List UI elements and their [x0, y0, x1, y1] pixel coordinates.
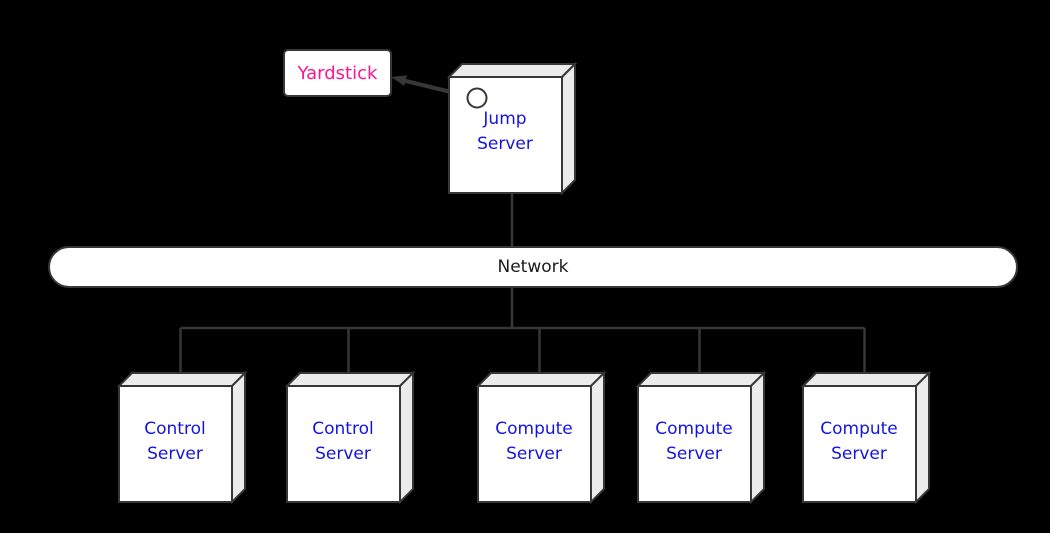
server-cuboid-icon: [800, 370, 932, 505]
server-cuboid-icon: [475, 370, 607, 505]
control-server-node-1: Control Server: [116, 370, 248, 505]
server-label: Compute Server: [655, 419, 733, 464]
server-cuboid-icon: [635, 370, 767, 505]
network-label: Network: [497, 257, 569, 277]
jump-server-label: Jump Server: [477, 109, 533, 154]
server-label: Control Server: [312, 419, 374, 464]
network-bus: Network: [48, 246, 1018, 288]
yardstick-note-label: Yardstick: [297, 62, 378, 84]
server-label: Compute Server: [820, 419, 898, 464]
server-cuboid-icon: [284, 370, 416, 505]
server-cuboid-icon: [116, 370, 248, 505]
yardstick-arrow-head: [391, 75, 407, 86]
jump-server-node: Jump Server: [446, 61, 578, 196]
server-label: Compute Server: [495, 419, 573, 464]
compute-server-node-1: Compute Server: [475, 370, 607, 505]
server-label: Control Server: [144, 419, 206, 464]
server-cuboid-icon: [446, 61, 578, 196]
compute-server-node-3: Compute Server: [800, 370, 932, 505]
control-server-node-2: Control Server: [284, 370, 416, 505]
port-circle-icon: [466, 87, 488, 109]
yardstick-note: Yardstick: [283, 49, 392, 97]
compute-server-node-2: Compute Server: [635, 370, 767, 505]
